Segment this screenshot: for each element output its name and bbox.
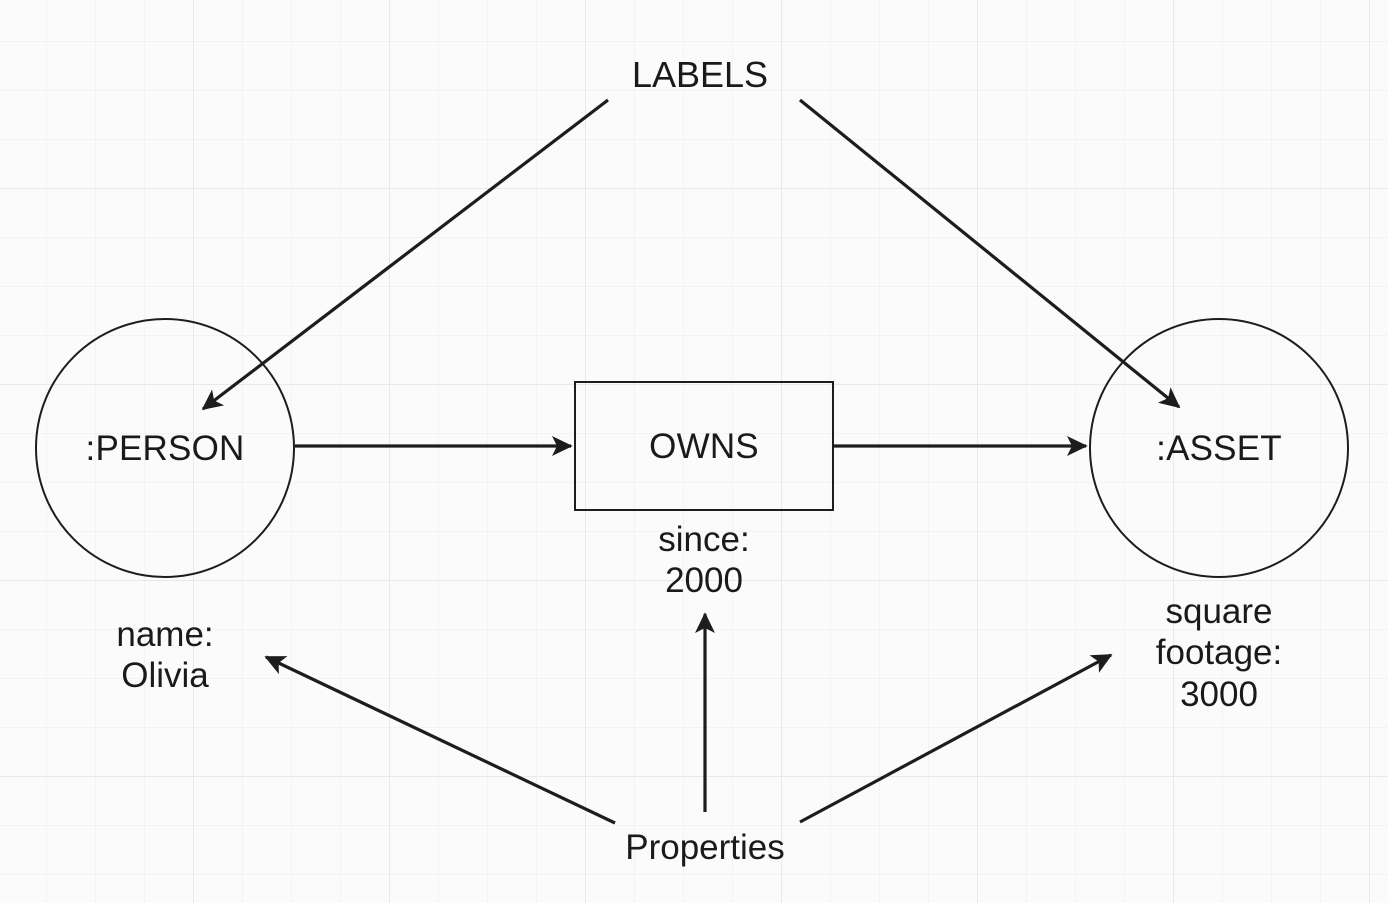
- edge-properties-name: [264, 655, 616, 825]
- node-person[interactable]: :PERSON: [35, 318, 295, 578]
- edge-properties-footage: [799, 653, 1113, 824]
- node-asset-label: :ASSET: [1156, 428, 1282, 468]
- property-label-asset: square footage: 3000: [1155, 592, 1283, 714]
- node-owns-label: OWNS: [649, 426, 759, 466]
- properties-title: Properties: [625, 828, 785, 867]
- labels-title: LABELS: [631, 54, 769, 95]
- node-owns[interactable]: OWNS: [574, 381, 834, 511]
- property-label-person: name: Olivia: [116, 615, 214, 696]
- property-label-owns: since: 2000: [658, 520, 750, 601]
- node-asset[interactable]: :ASSET: [1089, 318, 1349, 578]
- node-person-label: :PERSON: [85, 428, 245, 468]
